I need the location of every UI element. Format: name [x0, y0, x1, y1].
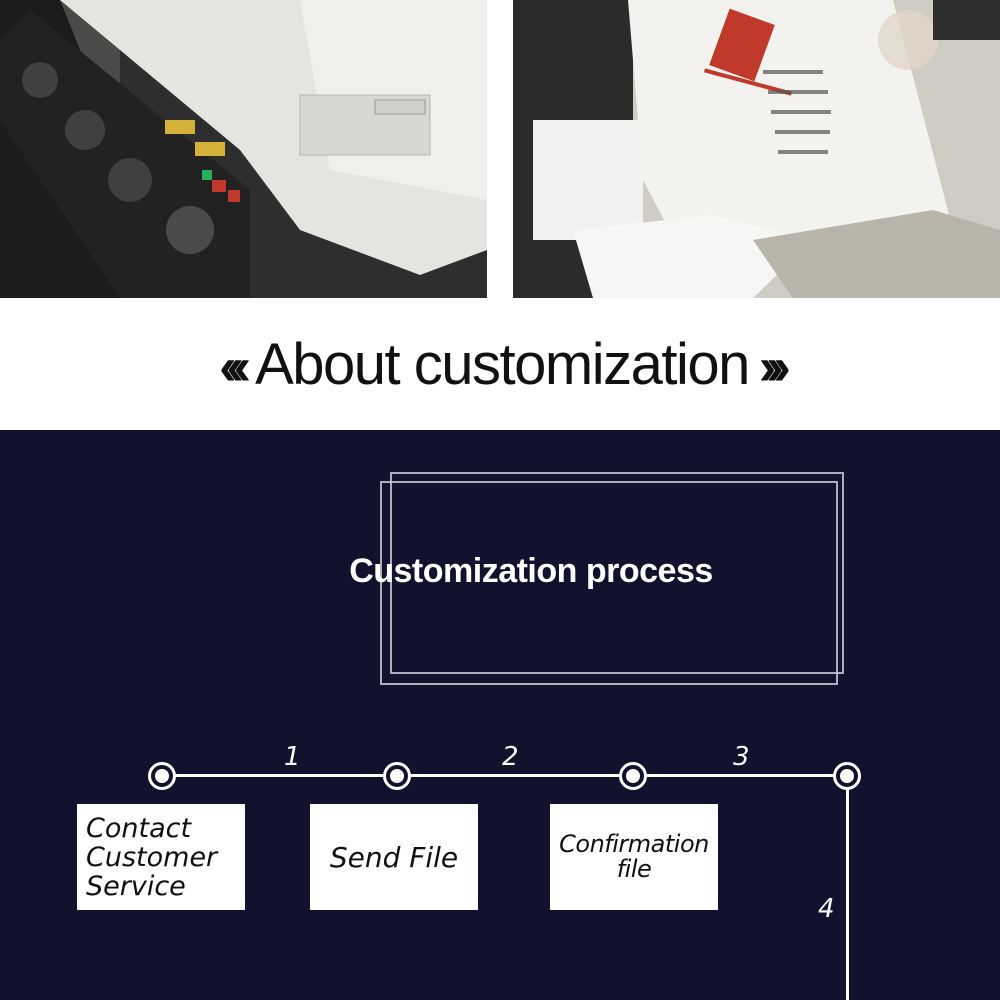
step-number-4: 4 — [818, 894, 835, 924]
printer-photo — [0, 0, 487, 298]
section-heading-text: About customization — [255, 332, 750, 397]
title-frame-back — [380, 481, 838, 685]
process-line-horizontal — [162, 774, 848, 777]
step-node-4 — [833, 762, 861, 790]
section-heading: ‹‹‹About customization››› — [0, 330, 1000, 402]
step-number-2: 2 — [502, 742, 519, 772]
step-box-contact-customer-service: Contact Customer Service — [77, 804, 245, 910]
step-node-2 — [383, 762, 411, 790]
process-title: Customization process — [349, 552, 713, 590]
step-label: Confirmation file — [559, 830, 709, 883]
process-line-vertical — [846, 777, 849, 1000]
step-box-send-file: Send File — [310, 804, 478, 910]
fabric-photo — [513, 0, 1000, 298]
step-label: Contact Customer Service — [86, 812, 218, 902]
heading-band — [0, 298, 1000, 430]
title-frame-front — [390, 472, 844, 674]
step-node-3 — [619, 762, 647, 790]
double-chevron-right-icon: ››› — [758, 338, 791, 396]
step-box-confirmation-file: Confirmation file — [550, 804, 718, 910]
step-number-3: 3 — [733, 742, 750, 772]
double-chevron-left-icon: ‹‹‹ — [219, 338, 251, 396]
step-label: Send File — [329, 840, 459, 874]
step-number-1: 1 — [284, 742, 301, 772]
step-node-1 — [148, 762, 176, 790]
